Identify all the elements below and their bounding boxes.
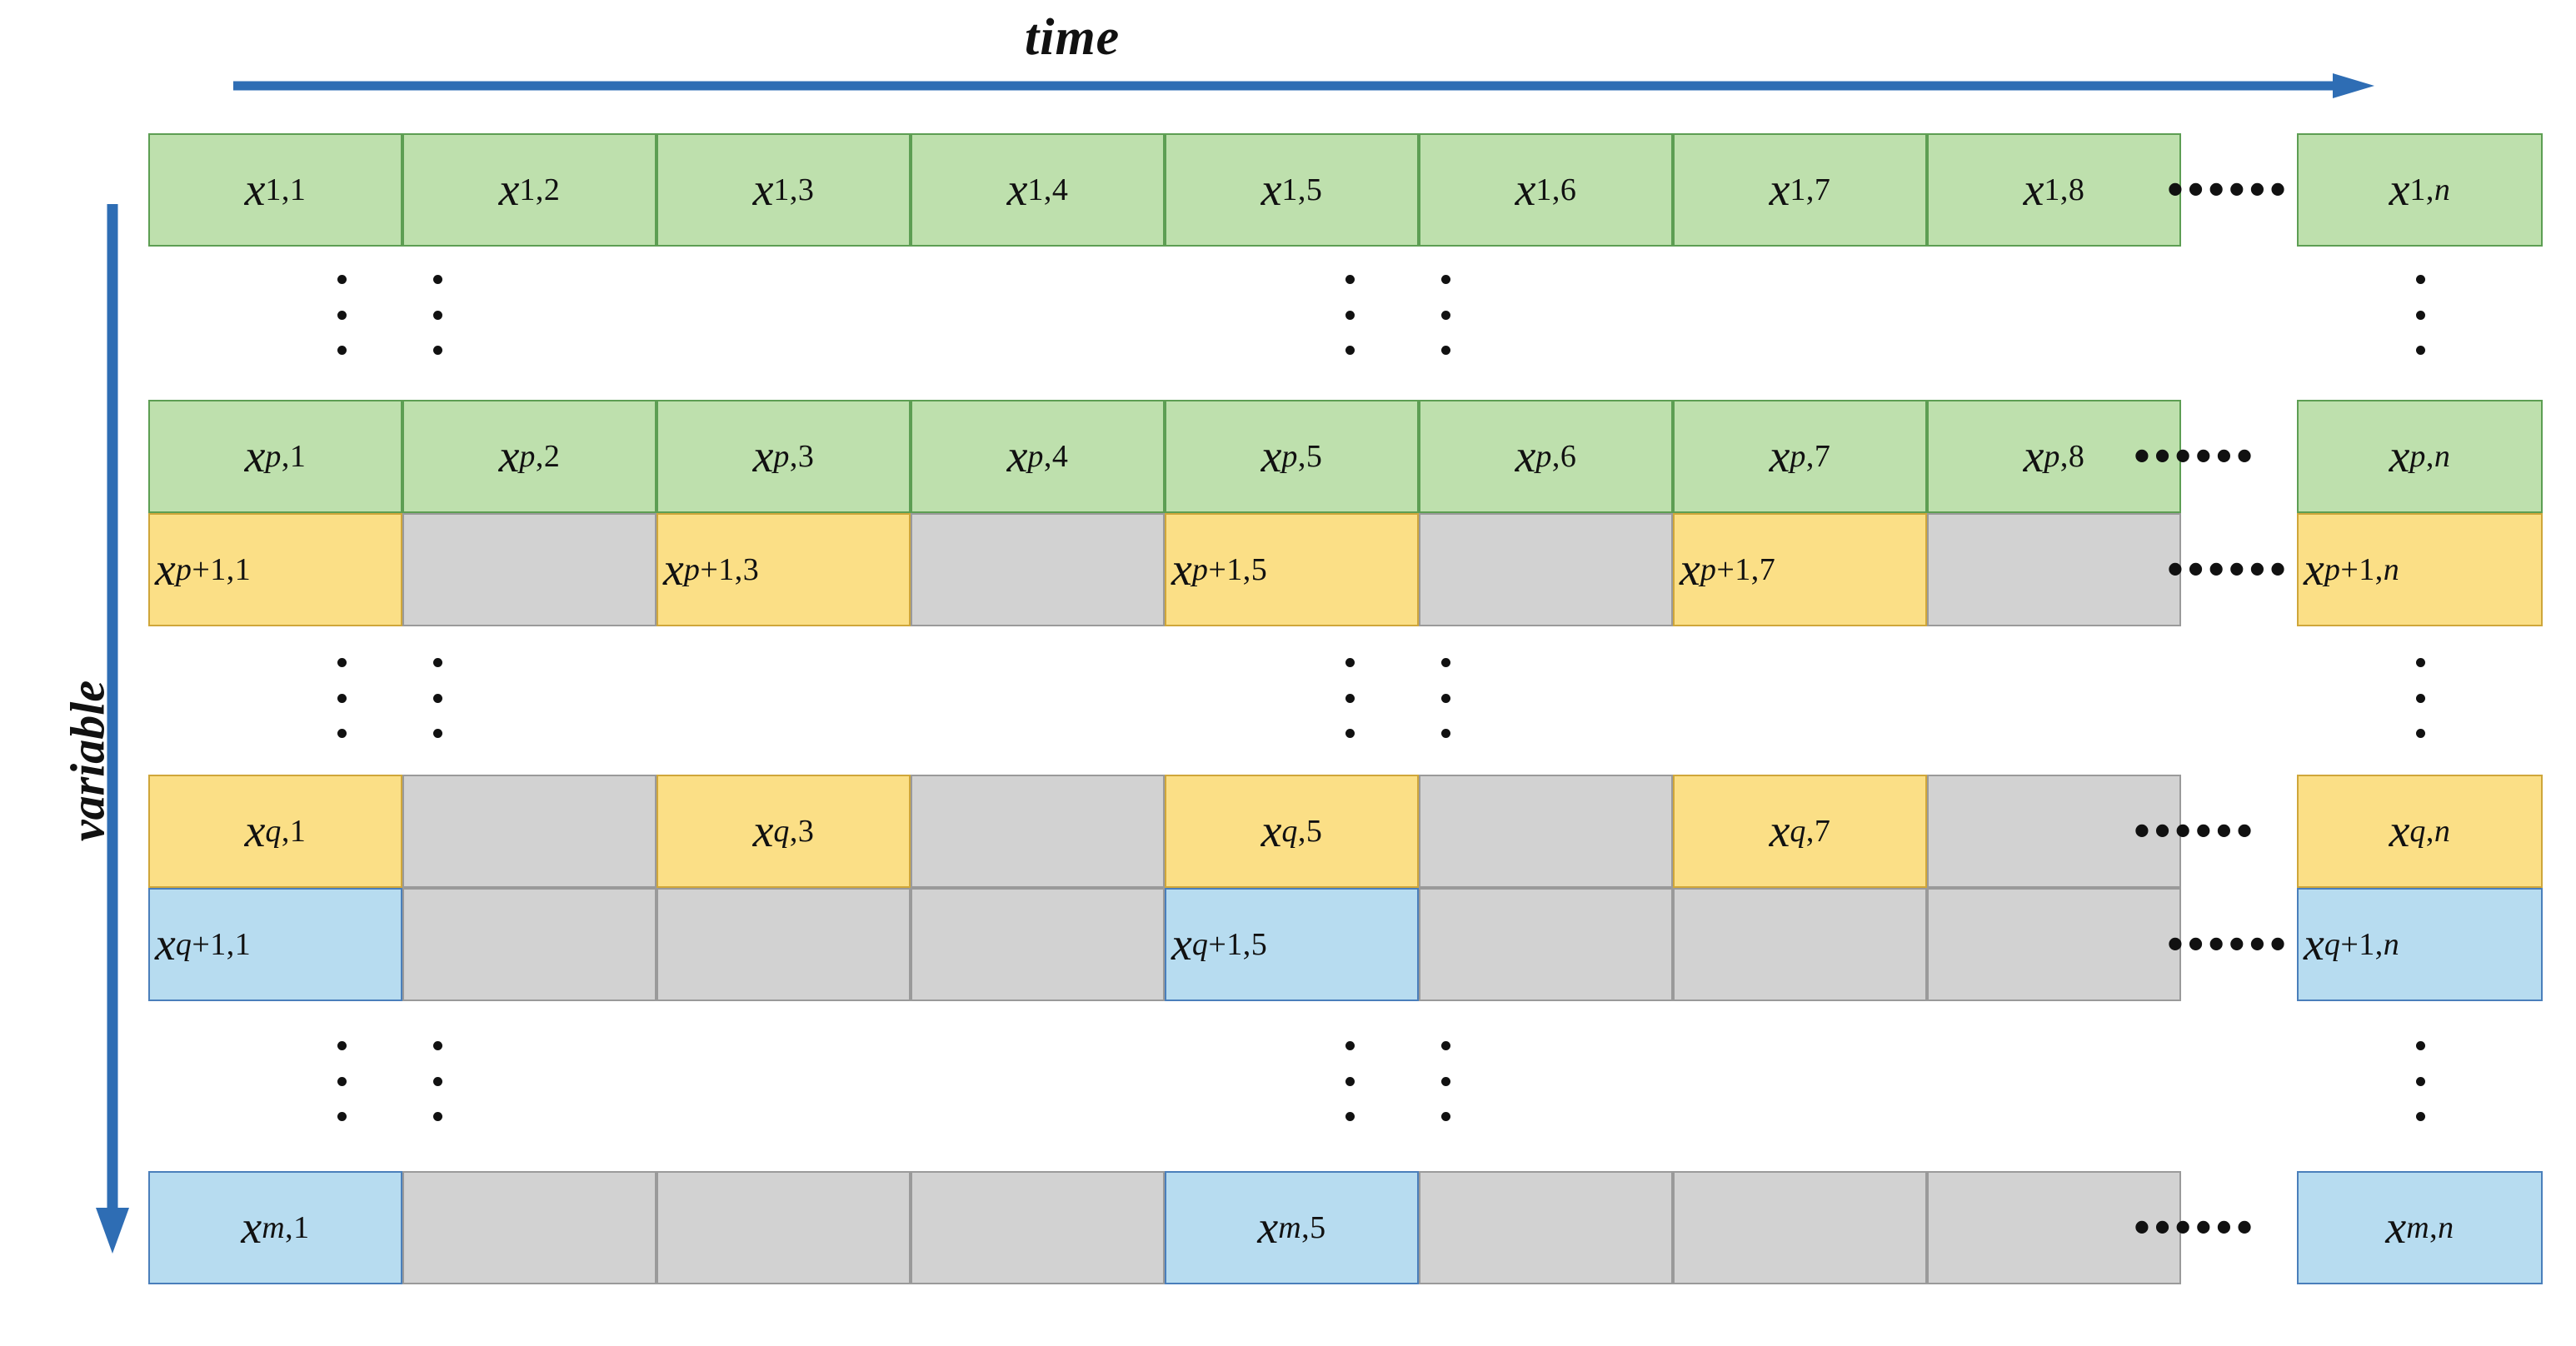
matrix-cell-empty	[911, 1171, 1165, 1284]
matrix-cell-empty	[1927, 888, 2181, 1001]
vertical-ellipsis	[2408, 1041, 2433, 1121]
matrix-cell-empty	[911, 775, 1165, 888]
vertical-ellipsis	[425, 658, 450, 738]
matrix-cell-empty	[1673, 1171, 1927, 1284]
vertical-ellipsis	[425, 1041, 450, 1121]
variable-arrow-icon	[96, 204, 129, 1254]
vertical-ellipsis	[1433, 658, 1458, 738]
matrix-cell-empty	[1419, 775, 1673, 888]
vertical-ellipsis	[329, 1041, 354, 1121]
vertical-ellipsis	[329, 658, 354, 738]
matrix-cell-empty	[656, 888, 911, 1001]
time-arrow-icon	[233, 73, 2374, 98]
horizontal-ellipsis: ••••••	[2134, 805, 2257, 857]
matrix-cell-empty	[402, 775, 656, 888]
horizontal-ellipsis: ••••••	[2134, 1202, 2257, 1254]
matrix-cell-empty	[1419, 888, 1673, 1001]
horizontal-ellipsis: ••••••	[2167, 919, 2290, 970]
vertical-ellipsis	[1433, 275, 1458, 355]
vertical-ellipsis	[1337, 1041, 1362, 1121]
matrix-cell-empty	[911, 888, 1165, 1001]
time-axis-label: time	[1025, 9, 1121, 66]
horizontal-ellipsis: ••••••	[2167, 544, 2290, 596]
matrix-cell-empty	[656, 1171, 911, 1284]
vertical-ellipsis	[2408, 275, 2433, 355]
vertical-ellipsis	[329, 275, 354, 355]
matrix-cell-empty	[1927, 775, 2181, 888]
vertical-ellipsis	[1433, 1041, 1458, 1121]
matrix-cell-empty	[1419, 513, 1673, 626]
vertical-ellipsis	[425, 275, 450, 355]
vertical-ellipsis	[2408, 658, 2433, 738]
vertical-ellipsis	[1337, 658, 1362, 738]
matrix-cell-empty	[402, 1171, 656, 1284]
horizontal-ellipsis: ••••••	[2167, 164, 2290, 216]
matrix-cell-empty	[402, 888, 656, 1001]
matrix-cell-empty	[1419, 1171, 1673, 1284]
matrix-cell-empty	[1927, 1171, 2181, 1284]
matrix-cell-empty	[911, 513, 1165, 626]
matrix-cell-empty	[1927, 513, 2181, 626]
matrix-cell-empty	[1673, 888, 1927, 1001]
horizontal-ellipsis: ••••••	[2134, 431, 2257, 482]
matrix-cell-empty	[402, 513, 656, 626]
vertical-ellipsis	[1337, 275, 1362, 355]
